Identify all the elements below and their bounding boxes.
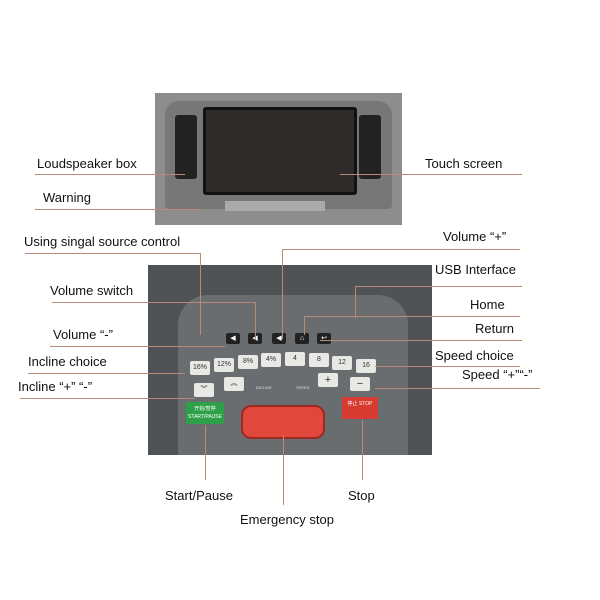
touch-screen bbox=[203, 107, 357, 195]
label-warning: Warning bbox=[43, 190, 91, 205]
label-stop: Stop bbox=[348, 488, 375, 503]
speed-minus-button: − bbox=[350, 377, 370, 391]
speed-plus-button: + bbox=[318, 373, 338, 387]
speed-8-button: 8 bbox=[309, 353, 329, 367]
volume-plus-icon: ◀ bbox=[272, 333, 286, 344]
incline-16-button: 16% bbox=[190, 361, 210, 375]
incline-down-button: ︾ bbox=[194, 383, 214, 397]
leader-line bbox=[282, 249, 520, 250]
label-volume-plus: Volume “+” bbox=[443, 229, 507, 244]
leader-line bbox=[255, 302, 256, 340]
speed-16-button: 16 bbox=[356, 359, 376, 373]
leader-line bbox=[25, 253, 200, 254]
incline-label: INCLINE bbox=[256, 385, 272, 390]
leader-line bbox=[35, 174, 185, 175]
label-speed-plus-minus: Speed “+”“-” bbox=[462, 367, 533, 382]
leader-line bbox=[28, 373, 185, 374]
incline-up-button: ︽ bbox=[224, 377, 244, 391]
leader-line bbox=[20, 398, 195, 399]
leader-line bbox=[200, 253, 201, 335]
label-start-pause: Start/Pause bbox=[165, 488, 233, 503]
touch-screen-photo bbox=[155, 93, 402, 225]
leader-line bbox=[355, 286, 522, 287]
speed-4-button: 4 bbox=[285, 352, 305, 366]
leader-line bbox=[375, 388, 540, 389]
leader-line bbox=[50, 346, 225, 347]
label-return: Return bbox=[475, 321, 515, 336]
leader-line bbox=[304, 316, 305, 335]
right-speaker bbox=[359, 115, 381, 179]
leader-line bbox=[52, 302, 255, 303]
leader-line bbox=[283, 435, 284, 505]
leader-line bbox=[355, 286, 356, 318]
speed-12-button: 12 bbox=[332, 356, 352, 370]
speed-label: SPEED bbox=[296, 385, 310, 390]
start-pause-button: 开始/暂停 START/PAUSE bbox=[186, 402, 224, 424]
leader-line bbox=[35, 209, 200, 210]
label-incline-plus-minus: Incline “+” “-” bbox=[18, 379, 93, 394]
control-panel: ◀ ◀ ◀ ⌂ ↩ 16% 12% 8% 4% 4 8 12 16 ︾ ︽ IN… bbox=[178, 295, 408, 455]
label-emergency-stop: Emergency stop bbox=[240, 512, 334, 527]
incline-4-button: 4% bbox=[261, 353, 281, 367]
return-icon: ↩ bbox=[317, 333, 331, 344]
leader-line bbox=[362, 420, 363, 480]
leader-line bbox=[320, 340, 522, 341]
leader-line bbox=[340, 174, 522, 175]
label-touch-screen: Touch screen bbox=[425, 156, 503, 171]
label-volume-minus: Volume “-” bbox=[53, 327, 113, 342]
leader-line bbox=[304, 316, 520, 317]
volume-minus-icon: ◀ bbox=[226, 333, 240, 344]
leader-line bbox=[282, 249, 283, 339]
home-icon: ⌂ bbox=[295, 333, 309, 344]
label-loudspeaker-box: Loudspeaker box bbox=[37, 156, 137, 171]
label-volume-switch: Volume switch bbox=[50, 283, 134, 298]
incline-8-button: 8% bbox=[238, 355, 258, 369]
stop-button: 停止 STOP bbox=[342, 397, 378, 419]
emergency-stop-button bbox=[241, 405, 325, 439]
label-usb-interface: USB Interface bbox=[435, 262, 516, 277]
left-speaker bbox=[175, 115, 197, 179]
label-speed-choice: Speed choice bbox=[435, 348, 514, 363]
label-home: Home bbox=[470, 297, 505, 312]
leader-line bbox=[375, 366, 520, 367]
leader-line bbox=[205, 425, 206, 480]
control-panel-photo: ◀ ◀ ◀ ⌂ ↩ 16% 12% 8% 4% 4 8 12 16 ︾ ︽ IN… bbox=[148, 265, 432, 455]
label-incline-choice: Incline choice bbox=[28, 354, 107, 369]
incline-12-button: 12% bbox=[214, 358, 234, 372]
warning-plate bbox=[225, 201, 325, 211]
label-signal-source: Using singal source control bbox=[24, 234, 181, 249]
